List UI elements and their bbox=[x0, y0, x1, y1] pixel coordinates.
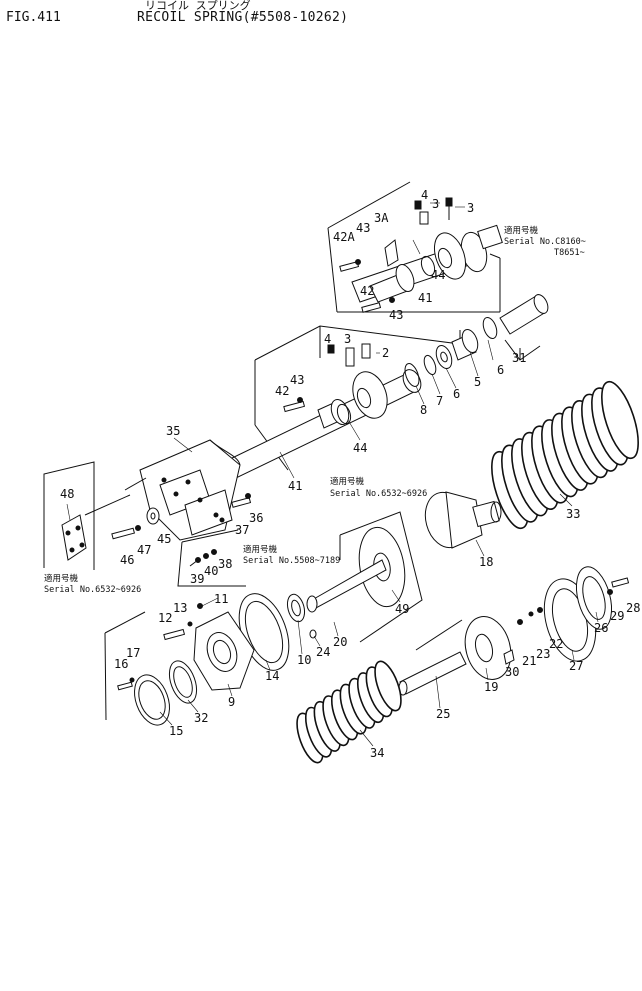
part-label-37: 37 bbox=[235, 523, 249, 537]
cover-26-27 bbox=[503, 566, 630, 665]
part-label-22: 22 bbox=[549, 637, 563, 651]
flange-19-assembly bbox=[398, 616, 512, 696]
part-label-6: 6 bbox=[453, 387, 460, 401]
part-label-14: 14 bbox=[265, 669, 279, 683]
part-label-38: 38 bbox=[218, 557, 232, 571]
part-label-24: 24 bbox=[316, 645, 330, 659]
part-label-42a: 42A bbox=[333, 230, 355, 244]
part-label-34: 34 bbox=[370, 746, 384, 760]
part-label-35: 35 bbox=[166, 424, 180, 438]
part-label-41: 41 bbox=[288, 479, 302, 493]
spring-33-coil bbox=[601, 380, 639, 460]
part-label-3a: 3A bbox=[374, 211, 389, 225]
part-label-45: 45 bbox=[157, 532, 171, 546]
part-label-19: 19 bbox=[484, 680, 498, 694]
part-label-12: 12 bbox=[158, 611, 172, 625]
note-c8160-line2: Serial No.C8160~ bbox=[504, 237, 586, 247]
part-label-17: 17 bbox=[126, 646, 140, 660]
inset-box-6532b bbox=[306, 511, 423, 643]
part-label-20: 20 bbox=[333, 635, 347, 649]
title-katakana: リコイル スプリング bbox=[145, 0, 251, 12]
part-label-16: 16 bbox=[114, 657, 128, 671]
part-label-21: 21 bbox=[522, 654, 536, 668]
part-label-30: 30 bbox=[505, 665, 519, 679]
note-6532a-line2: Serial No.6532~6926 bbox=[44, 585, 141, 595]
figure-number: FIG.411 bbox=[6, 10, 61, 25]
part-label-26: 26 bbox=[594, 621, 608, 635]
inset-box-6532a bbox=[43, 461, 95, 570]
part-label-13: 13 bbox=[173, 601, 187, 615]
note-5508-line2: Serial No.5508~7189 bbox=[243, 556, 340, 566]
part-label-23: 23 bbox=[536, 647, 550, 661]
part-label-33: 33 bbox=[566, 507, 580, 521]
part-label-3: 3 bbox=[467, 201, 474, 215]
part-label-47: 47 bbox=[137, 543, 151, 557]
part-label-44: 44 bbox=[353, 441, 367, 455]
part-label-25: 25 bbox=[436, 707, 450, 721]
yoke-9-assembly bbox=[104, 593, 290, 726]
piston-18 bbox=[424, 491, 502, 549]
part-label-42: 42 bbox=[360, 284, 374, 298]
part-labels: 4 3 3 3A 43 42A 44 42 41 43 31 4 3 2 43 … bbox=[60, 188, 640, 760]
note-c8160-line3: T8651~ bbox=[554, 248, 585, 258]
leader-lines bbox=[66, 339, 599, 747]
note-6532b-line1: 適用号機 bbox=[330, 476, 365, 487]
part-label-8: 8 bbox=[420, 403, 427, 417]
part-label-48: 48 bbox=[60, 487, 74, 501]
inset-box-5508 bbox=[177, 529, 246, 587]
spring-34-coil bbox=[374, 660, 402, 712]
part-label-44: 44 bbox=[431, 268, 445, 282]
part-label-36: 36 bbox=[249, 511, 263, 525]
part-label-11: 11 bbox=[214, 592, 228, 606]
part-label-3: 3 bbox=[344, 332, 351, 346]
recoil-spring-33 bbox=[491, 380, 639, 530]
part-label-32: 32 bbox=[194, 711, 208, 725]
note-6532a-line1: 適用号機 bbox=[44, 573, 79, 584]
part-label-2: 2 bbox=[382, 346, 389, 360]
part-label-5: 5 bbox=[474, 375, 481, 389]
part-label-7: 7 bbox=[436, 394, 443, 408]
part-label-10: 10 bbox=[297, 653, 311, 667]
part-label-6: 6 bbox=[497, 363, 504, 377]
inner-spring-34 bbox=[296, 660, 402, 764]
part-label-4: 4 bbox=[421, 188, 428, 202]
part-label-40: 40 bbox=[204, 564, 218, 578]
part-label-9: 9 bbox=[228, 695, 235, 709]
main-shaft-assembly bbox=[222, 294, 549, 479]
part-label-4: 4 bbox=[324, 332, 331, 346]
part-label-43: 43 bbox=[290, 373, 304, 387]
part-label-18: 18 bbox=[479, 555, 493, 569]
note-5508-line1: 適用号機 bbox=[243, 544, 278, 555]
part-label-49: 49 bbox=[395, 602, 409, 616]
rod-20-assembly bbox=[286, 593, 317, 639]
part-label-46: 46 bbox=[120, 553, 134, 567]
inset-box-c8160 bbox=[327, 181, 503, 313]
part-label-41: 41 bbox=[418, 291, 432, 305]
note-c8160-line1: 適用号機 bbox=[504, 225, 539, 236]
part-label-43: 43 bbox=[389, 308, 403, 322]
part-label-31: 31 bbox=[512, 351, 526, 365]
diagram-title: RECOIL SPRING(#5508-10262) bbox=[137, 10, 349, 25]
part-label-3: 3 bbox=[432, 197, 439, 211]
housing-35 bbox=[84, 439, 252, 541]
part-label-28: 28 bbox=[626, 601, 640, 615]
part-label-29: 29 bbox=[610, 609, 624, 623]
part-label-39: 39 bbox=[190, 572, 204, 586]
part-label-43: 43 bbox=[356, 221, 370, 235]
part-label-27: 27 bbox=[569, 659, 583, 673]
note-6532b-line2: Serial No.6532~6926 bbox=[330, 489, 427, 499]
part-label-15: 15 bbox=[169, 724, 183, 738]
part-label-42: 42 bbox=[275, 384, 289, 398]
